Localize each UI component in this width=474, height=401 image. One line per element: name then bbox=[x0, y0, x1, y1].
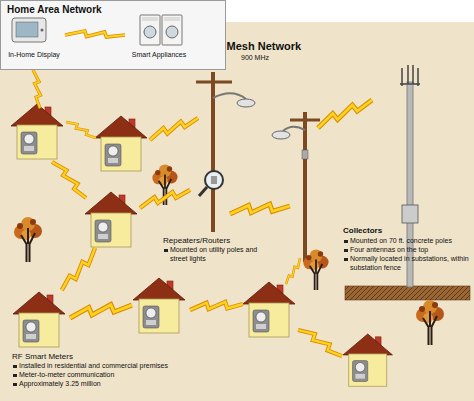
bullet-text: Normally located in substations, within … bbox=[343, 255, 474, 273]
node-heading: In-Home Display bbox=[3, 51, 65, 59]
heading-text: Collectors bbox=[343, 226, 382, 235]
lightning-link bbox=[65, 31, 125, 37]
bullet-item: Installed in residential and commercial … bbox=[12, 362, 212, 371]
node-heading: Smart Appliances bbox=[125, 51, 193, 59]
han-background bbox=[0, 0, 226, 70]
bullet-square bbox=[13, 365, 17, 369]
node-heading: Home Area Network bbox=[7, 4, 207, 16]
group-heading: RF Smart Meters bbox=[12, 352, 172, 362]
bullet-text: Meter-to-meter communication bbox=[12, 371, 212, 380]
bullet-text: Approximately 3.25 million bbox=[12, 380, 212, 389]
bullet-square bbox=[344, 258, 348, 262]
bullet-item: Four antennas on the top bbox=[343, 246, 474, 255]
ground bbox=[345, 286, 470, 300]
heading-text: Repeaters/Routers bbox=[163, 236, 230, 245]
bullet-square bbox=[164, 249, 168, 253]
lightning-stroke bbox=[65, 31, 125, 37]
bullet-item: Mounted on utility poles and street ligh… bbox=[163, 246, 275, 264]
lightning-outline bbox=[65, 31, 125, 37]
bullet-square bbox=[344, 240, 348, 244]
bullet-text: Four antennas on the top bbox=[343, 246, 474, 255]
bullet-text: Mounted on 70 ft. concrete poles bbox=[343, 237, 474, 246]
bullet-item: Normally located in substations, within … bbox=[343, 255, 474, 273]
group-heading: Repeaters/Routers bbox=[163, 236, 275, 246]
bullet-square bbox=[13, 374, 17, 378]
bullet-square bbox=[344, 249, 348, 253]
bullet-item: Mounted on 70 ft. concrete poles bbox=[343, 237, 474, 246]
bullet-square bbox=[13, 383, 17, 387]
device-icon: In-Home Display bbox=[3, 13, 65, 57]
smart-appliance-icon bbox=[140, 15, 182, 45]
heading-text: RF Smart Meters bbox=[12, 352, 73, 361]
group-heading: Collectors bbox=[343, 226, 468, 236]
bullet-text: Mounted on utility poles and street ligh… bbox=[163, 246, 275, 264]
bullet-item: Approximately 3.25 million bbox=[12, 380, 212, 389]
in-home-display-icon bbox=[12, 18, 46, 42]
bullet-text: Installed in residential and commercial … bbox=[12, 362, 212, 371]
bullet-item: Meter-to-meter communication bbox=[12, 371, 212, 380]
network-box: Home Area NetworkIn-Home Display Smart Ap… bbox=[0, 0, 226, 70]
device-icon: Smart Appliances bbox=[125, 13, 193, 57]
